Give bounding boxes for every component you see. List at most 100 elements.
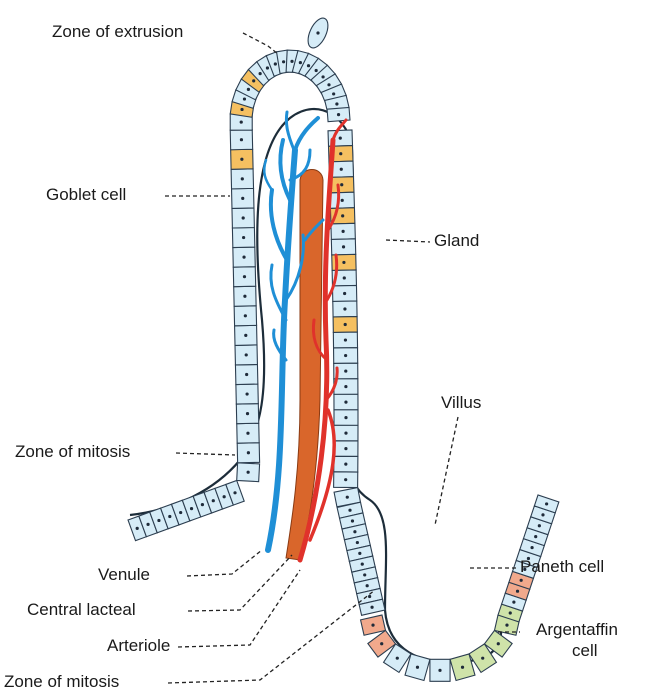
label-central-lacteal: Central lacteal — [27, 600, 136, 620]
cell-nucleus — [242, 216, 245, 219]
label-arteriole: Arteriole — [107, 636, 170, 656]
cell-nucleus — [344, 463, 347, 466]
cell-nucleus — [363, 573, 366, 576]
label-argentaffin-line1: Argentaffin — [536, 620, 618, 640]
label-zone-of-extrusion: Zone of extrusion — [52, 22, 183, 42]
cell-nucleus — [332, 92, 335, 95]
cell-nucleus — [243, 97, 246, 100]
cell-nucleus — [252, 79, 255, 82]
cell-nucleus — [344, 369, 347, 372]
cell-nucleus — [340, 183, 343, 186]
cell-nucleus — [361, 563, 364, 566]
label-paneth-cell: Paneth cell — [520, 557, 604, 577]
cell-nucleus — [545, 502, 548, 505]
cell-nucleus — [461, 666, 464, 669]
cell-nucleus — [243, 275, 246, 278]
cell-nucleus — [358, 552, 361, 555]
label-gland: Gland — [434, 231, 479, 251]
cell-nucleus — [344, 416, 347, 419]
cell-nucleus — [241, 197, 244, 200]
cell-nucleus — [247, 88, 250, 91]
cell-nucleus — [327, 83, 330, 86]
cell-nucleus — [299, 61, 302, 64]
cell-nucleus — [337, 113, 340, 116]
cell-nucleus — [343, 307, 346, 310]
cell-nucleus — [223, 495, 226, 498]
cell-nucleus — [342, 230, 345, 233]
cell-nucleus — [343, 276, 346, 279]
label-venule: Venule — [98, 565, 150, 585]
cell-nucleus — [371, 624, 374, 627]
cell-nucleus — [341, 199, 344, 202]
cell-nucleus — [520, 579, 523, 582]
cell-nucleus — [247, 471, 250, 474]
cell-nucleus — [212, 499, 215, 502]
cell-nucleus — [282, 60, 285, 63]
cell-nucleus — [512, 601, 515, 604]
crypt-cells — [361, 495, 559, 681]
cell-nucleus — [438, 669, 441, 672]
cell-nucleus — [307, 64, 310, 67]
cell-nucleus — [342, 261, 345, 264]
cell-nucleus — [340, 168, 343, 171]
cell-nucleus — [242, 236, 245, 239]
cell-nucleus — [530, 546, 533, 549]
cell-nucleus — [240, 120, 243, 123]
cell-nucleus — [243, 295, 246, 298]
cell-nucleus — [344, 354, 347, 357]
cell-nucleus — [274, 62, 277, 65]
cell-nucleus — [240, 138, 243, 141]
cell-nucleus — [259, 72, 262, 75]
cell-nucleus — [339, 152, 342, 155]
label-goblet-cell: Goblet cell — [46, 185, 126, 205]
cell-nucleus — [344, 478, 347, 481]
cell-nucleus — [179, 511, 182, 514]
cell-nucleus — [146, 523, 149, 526]
cell-nucleus — [266, 66, 269, 69]
cell-nucleus — [516, 590, 519, 593]
cell-nucleus — [233, 491, 236, 494]
cell-nucleus — [356, 541, 359, 544]
cell-nucleus — [240, 158, 243, 161]
cell-nucleus — [240, 108, 243, 111]
cell-nucleus — [245, 373, 248, 376]
cell-nucleus — [351, 519, 354, 522]
label-argentaffin-line2: cell — [572, 641, 598, 661]
cell-nucleus — [509, 611, 512, 614]
cell-nucleus — [246, 412, 249, 415]
cell-nucleus — [353, 530, 356, 533]
cell-nucleus — [136, 527, 139, 530]
cell-nucleus — [244, 314, 247, 317]
cell-nucleus — [380, 642, 383, 645]
cell-nucleus — [246, 432, 249, 435]
cell-nucleus — [201, 503, 204, 506]
cell-nucleus — [370, 606, 373, 609]
cell-nucleus — [348, 509, 351, 512]
cell-nucleus — [344, 432, 347, 435]
cell-nucleus — [339, 137, 342, 140]
label-villus: Villus — [441, 393, 481, 413]
cell-nucleus — [335, 102, 338, 105]
cell-nucleus — [541, 513, 544, 516]
cell-nucleus — [344, 338, 347, 341]
cell-nucleus — [368, 595, 371, 598]
cell-nucleus — [346, 496, 349, 499]
cell-nucleus — [247, 451, 250, 454]
label-zone-of-mitosis-lower: Zone of mitosis — [4, 672, 119, 692]
cell-nucleus — [315, 69, 318, 72]
cell-nucleus — [534, 535, 537, 538]
cell-nucleus — [341, 214, 344, 217]
cell-nucleus — [168, 515, 171, 518]
cell-nucleus — [344, 400, 347, 403]
cell-nucleus — [416, 666, 419, 669]
cell-nucleus — [343, 292, 346, 295]
cell-nucleus — [396, 657, 399, 660]
cell-nucleus — [157, 519, 160, 522]
cell-nucleus — [497, 642, 500, 645]
cell-nucleus — [342, 245, 345, 248]
cell-nucleus — [344, 447, 347, 450]
cell-nucleus — [321, 75, 324, 78]
cell-nucleus — [242, 256, 245, 259]
label-zone-of-mitosis-upper: Zone of mitosis — [15, 442, 130, 462]
